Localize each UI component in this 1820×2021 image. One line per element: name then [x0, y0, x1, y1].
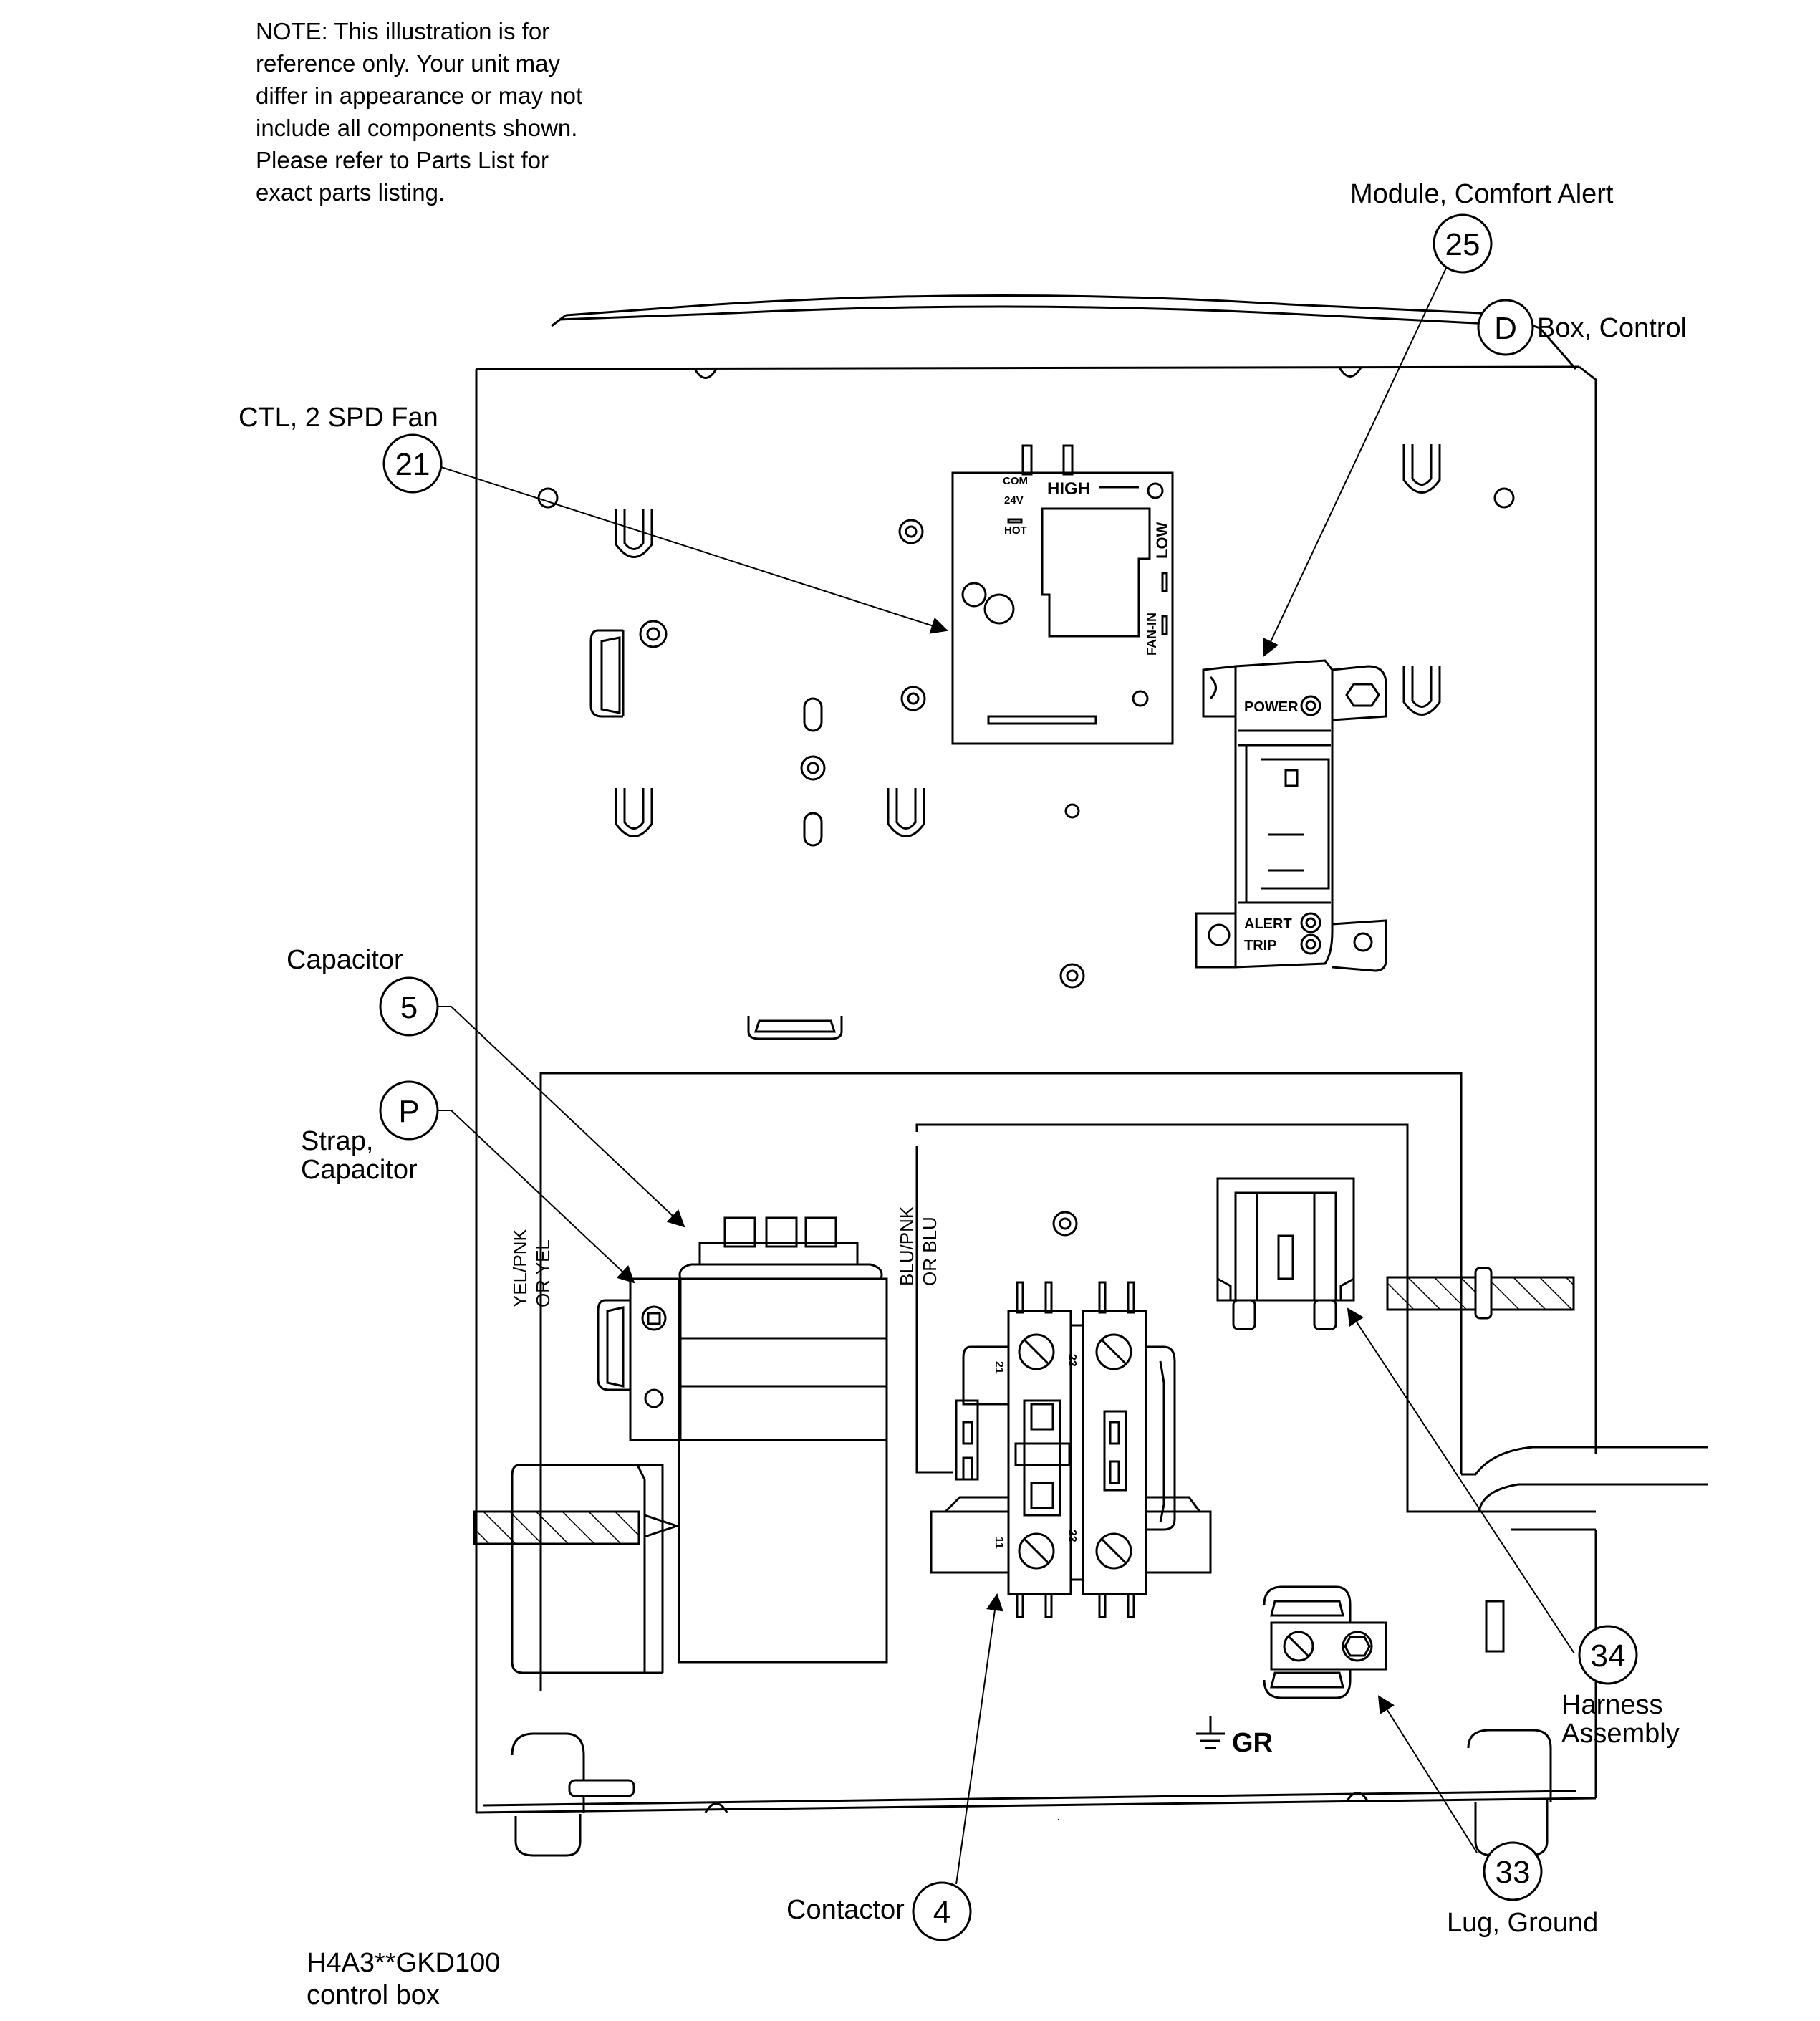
u-hook [615, 509, 653, 558]
callout-harness-assembly: 34 Harness Assembly [1561, 1625, 1680, 1749]
callout-label: Box, Control [1537, 313, 1687, 343]
callout-label: Contactor [786, 1895, 905, 1925]
low-terminal-label: LOW [1153, 522, 1171, 559]
callout-number: 21 [395, 447, 430, 482]
high-terminal-label: HIGH [1047, 479, 1090, 499]
callout-bubble [379, 1080, 439, 1141]
contactor: 21 23 11 23 [930, 1281, 1212, 1618]
wire-label-blue-alt: OR BLU [919, 1216, 940, 1286]
callout-bubble [912, 1881, 972, 1941]
callout-strap-capacitor: P Strap, Capacitor [301, 1080, 439, 1185]
contactor-terminal-mark: 11 [993, 1537, 1005, 1549]
contactor-terminal-mark: 23 [1066, 1530, 1078, 1542]
callout-box-control: D Box, Control [1477, 299, 1687, 356]
callout-capacitor: Capacitor 5 [287, 945, 439, 1037]
wire-labels: YEL/PNK OR YEL BLU/PNK OR BLU [509, 1206, 940, 1307]
callout-bubble [1477, 299, 1534, 356]
callout-module-comfort-alert: Module, Comfort Alert 25 [1350, 179, 1614, 274]
leader-line [440, 466, 948, 634]
callout-bubble [1483, 1841, 1543, 1901]
callout-bubble [382, 433, 443, 494]
contactor-terminal-mark: 23 [1066, 1354, 1078, 1367]
callout-label: Strap, [301, 1126, 373, 1156]
u-hook [615, 788, 653, 837]
ground-label: GR [1232, 1728, 1273, 1758]
trip-led-label: TRIP [1244, 938, 1277, 954]
callout-label: Capacitor [301, 1155, 418, 1185]
callout-label: Harness [1561, 1690, 1663, 1720]
caption-name: control box [307, 1980, 440, 2010]
com-terminal-label: COM [1003, 475, 1028, 487]
u-hook [1402, 444, 1441, 494]
callout-number: 33 [1496, 1855, 1531, 1890]
comfort-alert-module: POWER ALERT TRIP [1195, 659, 1387, 972]
24v-terminal-label: 24V [1004, 494, 1024, 507]
alert-led-label: ALERT [1244, 916, 1292, 932]
fan-in-terminal-label: FAN-IN [1145, 613, 1159, 656]
power-led-label: POWER [1244, 699, 1299, 715]
fan-control-board: COM 24V HOT HIGH LOW FAN-IN [951, 444, 1174, 745]
wire-bushing [473, 1510, 640, 1545]
wire-label-yellow: YEL/PNK [509, 1229, 531, 1307]
capacitor [597, 1216, 888, 1664]
callout-number: 5 [400, 990, 418, 1025]
wire-label-yellow-alt: OR YEL [532, 1239, 554, 1307]
leader-line [1263, 266, 1448, 657]
contactor-terminal-mark: 21 [993, 1361, 1005, 1374]
callout-fan-control: CTL, 2 SPD Fan 21 [239, 403, 443, 494]
callout-number: 25 [1445, 227, 1480, 262]
callout-contactor: Contactor 4 [786, 1881, 972, 1941]
leader-line [955, 1593, 1003, 1885]
wire-label-blue: BLU/PNK [896, 1206, 918, 1286]
reference-note: NOTE: This illustration is for reference… [256, 18, 582, 206]
callout-number: D [1494, 311, 1517, 346]
callout-number: P [398, 1094, 419, 1129]
lower-panel [511, 1072, 1708, 1691]
mounting-hooks [537, 444, 1515, 1653]
callout-number: 4 [933, 1895, 950, 1930]
callout-number: 34 [1591, 1638, 1626, 1674]
callout-bubble [379, 976, 439, 1037]
note-line: reference only. Your unit may [256, 50, 560, 77]
callout-lug-ground: 33 Lug, Ground [1447, 1841, 1598, 1938]
leader-line [1347, 1307, 1575, 1654]
callout-bubble [1578, 1625, 1638, 1685]
leader-line [1377, 1695, 1478, 1853]
note-line: exact parts listing. [256, 179, 445, 206]
note-line: differ in appearance or may not [256, 82, 582, 109]
leader-line [434, 1110, 635, 1284]
note-line: include all components shown. [256, 115, 577, 141]
diagram-caption: H4A3**GKD100 control box [307, 1948, 500, 2010]
callout-bubble [1433, 213, 1493, 274]
note-line: NOTE: This illustration is for [256, 18, 549, 44]
model-number: H4A3**GKD100 [307, 1948, 500, 1978]
u-hook [1402, 666, 1441, 716]
harness-connector [1216, 1177, 1355, 1330]
u-hook [887, 788, 925, 837]
leader-line [434, 1006, 685, 1228]
callout-label: Capacitor [287, 945, 403, 975]
ground-lug: GR [1196, 1585, 1387, 1758]
callout-label: Lug, Ground [1447, 1908, 1598, 1938]
callout-label: CTL, 2 SPD Fan [239, 403, 438, 433]
callout-label: Assembly [1561, 1719, 1680, 1749]
hot-terminal-label: HOT [1004, 524, 1027, 537]
note-line: Please refer to Parts List for [256, 147, 549, 173]
wire-bushings [473, 1267, 1575, 1545]
callout-label: Module, Comfort Alert [1350, 179, 1614, 209]
callout-leaders [434, 266, 1575, 1885]
